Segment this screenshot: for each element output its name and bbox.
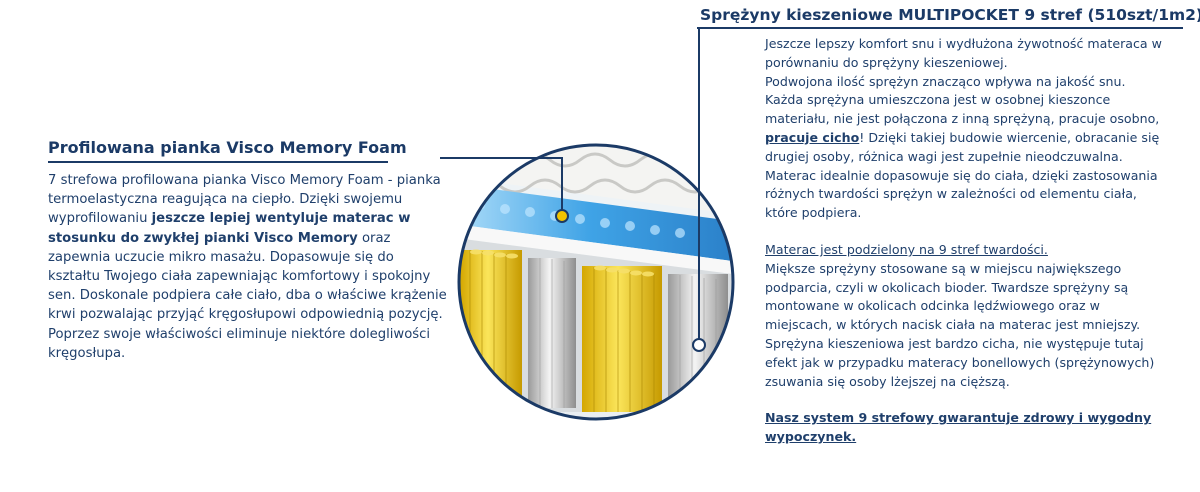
zones-heading-text: Materac jest podzielony na 9 stref tward… xyxy=(765,241,1048,257)
multipocket-text-a: Podwojona ilość sprężyn znacząco wpływa … xyxy=(765,73,1160,127)
multipocket-callout-marker xyxy=(692,338,706,352)
yellow-springs-left xyxy=(460,250,522,400)
visco-foam-text-1: 7 strefowa profilowana pianka Visco Memo… xyxy=(48,173,441,227)
multipocket-title-underline xyxy=(697,27,1183,29)
closing-statement[interactable]: Nasz system 9 strefowy gwarantuje zdrowy… xyxy=(765,410,1152,445)
spacer xyxy=(765,223,1165,241)
mattress-layers xyxy=(459,145,733,419)
zones-description: Miększe sprężyny stosowane są w miejscu … xyxy=(765,260,1155,389)
visco-callout-line xyxy=(440,157,563,216)
visco-foam-section: Profilowana pianka Visco Memory Foam 7 s… xyxy=(48,138,448,363)
visco-callout-marker xyxy=(555,209,569,223)
multipocket-title: Sprężyny kieszeniowe MULTIPOCKET 9 stref… xyxy=(700,6,1200,24)
multipocket-paragraph-1: Jeszcze lepszy komfort snu i wydłużona ż… xyxy=(765,36,1162,70)
zoom-circle xyxy=(457,143,735,421)
visco-foam-text-bold: jeszcze lepiej wentyluje materac w stosu… xyxy=(48,211,411,246)
visco-foam-title: Profilowana pianka Visco Memory Foam xyxy=(48,138,407,163)
visco-foam-text-2: oraz zapewnia uczucie mikro masażu. Dopa… xyxy=(48,230,447,361)
spacer xyxy=(765,391,1165,409)
pracuje-cicho-link[interactable]: pracuje cicho xyxy=(765,129,860,145)
zones-heading[interactable]: Materac jest podzielony na 9 stref tward… xyxy=(765,241,1165,260)
multipocket-text-b: ! Dzięki takiej budowie wiercenie, obrac… xyxy=(765,129,1160,221)
yellow-springs-right xyxy=(582,266,662,416)
multipocket-paragraph-2: Podwojona ilość sprężyn znacząco wpływa … xyxy=(765,73,1165,223)
visco-foam-description: 7 strefowa profilowana pianka Visco Memo… xyxy=(48,171,448,363)
mattress-cross-section-illustration xyxy=(440,28,735,421)
multipocket-section: Jeszcze lepszy komfort snu i wydłużona ż… xyxy=(765,35,1165,447)
